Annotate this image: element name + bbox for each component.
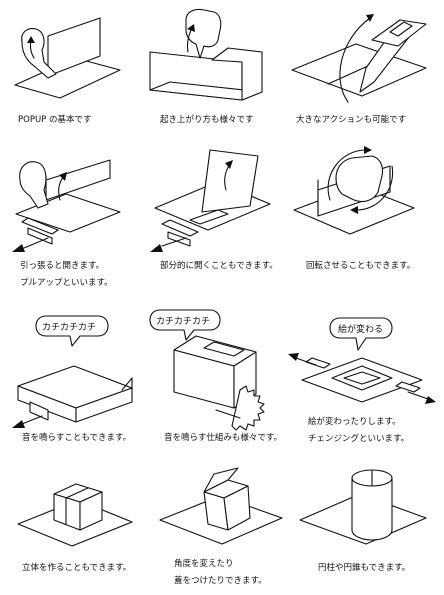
caption-line: 部分的に開くこともできます。 [160,261,278,271]
caption-panel-12: 円柱や円錐もできます。 [318,560,410,577]
panel-4-pull-up-illustration [12,160,120,252]
caption-line: 音を鳴らす仕組みも様々です。 [164,433,282,443]
caption-line: 絵が変わったりします。 [308,417,401,427]
panel-7-bubble-text: カチカチカチ [42,322,96,333]
caption-panel-3: 大きなアクションも可能です [296,112,406,129]
panel-1-basic-popup-illustration [15,18,120,98]
caption-line: 円柱や円錐もできます。 [318,563,411,573]
panel-10-solid-illustration [18,484,132,546]
caption-panel-6: 回転させることもできます。 [306,258,415,275]
panel-11-angle-lid-illustration [160,468,282,544]
caption-panel-8: 音を鳴らす仕組みも様々です。 [164,430,282,447]
caption-panel-10: 立体を作ることもできます。 [22,560,131,577]
caption-panel-5: 部分的に開くこともできます。 [160,258,278,275]
caption-line: 引っ張ると開きます。 [20,261,105,271]
panel-8-bubble-text: カチカチカチ [156,316,210,327]
panel-2-rising-popup-illustration [150,9,262,100]
panel-6-rotate-illustration [294,146,414,234]
caption-panel-4: 引っ張ると開きます。 プルアップといいます。 [20,258,113,292]
caption-line: POPUP の基本です [18,115,92,125]
caption-panel-2: 起き上がり方も様々です [160,112,254,129]
caption-line: 大きなアクションも可能です [296,115,407,125]
caption-line: 音を鳴らすこともできます。 [22,433,132,443]
caption-panel-7: 音を鳴らすこともできます。 [22,430,131,447]
caption-panel-9: 絵が変わったりします。 チェンジングといいます。 [308,414,409,448]
caption-line: 角度を変えたり [174,559,234,569]
panel-12-cylinder-cone-illustration [300,470,426,544]
caption-line: 起き上がり方も様々です [160,115,254,125]
panel-3-big-action-illustration [292,14,426,102]
caption-line: 立体を作ることもできます。 [22,563,132,573]
panel-9-changing-illustration [288,318,436,404]
caption-line: プルアップといいます。 [20,278,113,288]
caption-line: 回転させることもできます。 [306,261,416,271]
panel-9-bubble-text: 絵が変わる [338,323,383,335]
panel-8-sound-mechanism-illustration [150,310,264,430]
panel-5-partial-open-illustration [150,150,270,252]
caption-panel-11: 角度を変えたり 蓋をつけたりできます。 [174,556,267,590]
panel-7-sound-illustration [12,316,132,428]
caption-line: チェンジングといいます。 [308,434,410,444]
caption-panel-1: POPUP の基本です [18,112,92,129]
caption-line: 蓋をつけたりできます。 [174,576,267,586]
